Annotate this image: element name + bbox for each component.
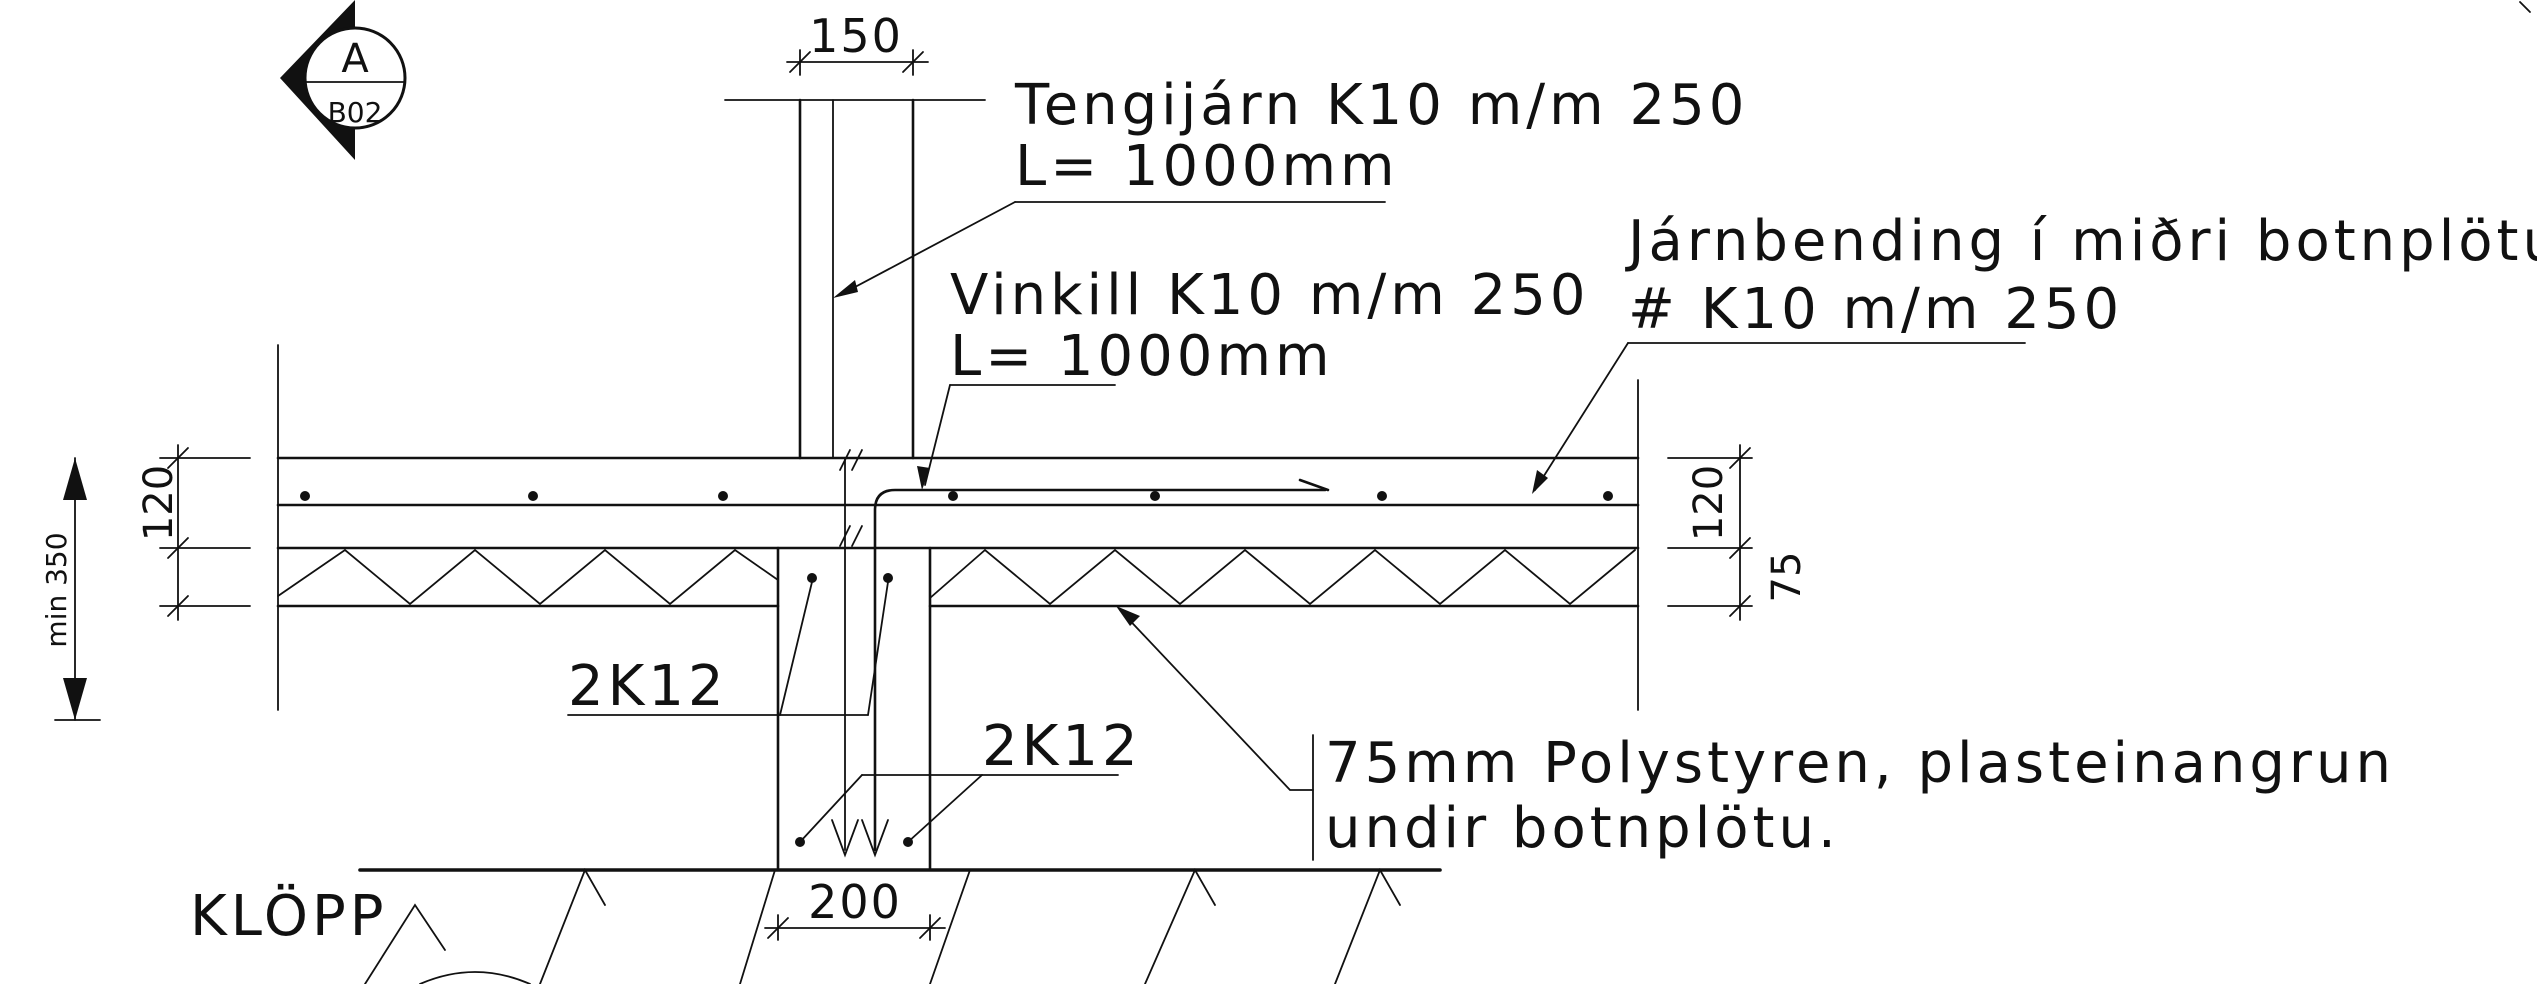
dowel-label-line2: L= 1000mm <box>1015 134 1399 199</box>
floor-slab <box>276 344 1640 711</box>
right-dimensions: 120 75 <box>1667 444 1810 621</box>
insulation-label-line1: 75mm Polystyren, plasteinangrun <box>1325 731 2395 796</box>
wall <box>724 98 986 460</box>
min-depth-label: min 350 <box>40 532 73 647</box>
section-sheet: B02 <box>328 96 383 129</box>
slab-thickness-right-label: 120 <box>1686 465 1732 541</box>
footing-width-label: 200 <box>808 875 902 929</box>
angle-label-line1: Vinkill K10 m/m 250 <box>950 263 1589 328</box>
section-letter: A <box>341 36 369 82</box>
wall-width-label: 150 <box>809 9 903 63</box>
angle-annotation: Vinkill K10 m/m 250 L= 1000mm <box>917 263 1589 490</box>
corner-mark <box>2519 1 2531 13</box>
insulation-label-line2: undir botnplötu. <box>1325 796 1840 861</box>
angle-label-line2: L= 1000mm <box>950 324 1334 389</box>
slab-thickness-left-label: 120 <box>136 465 182 541</box>
mesh-label-line1: Járnbending í miðri botnplötu, <box>1625 209 2537 274</box>
insulation-annotation: 75mm Polystyren, plasteinangrun undir bo… <box>1116 606 2395 861</box>
dowel-label-line1: Tengijárn K10 m/m 250 <box>1014 73 1748 138</box>
insulation-thickness-label: 75 <box>1764 552 1810 603</box>
rebar-upper-label: 2K12 <box>568 654 728 719</box>
dowel-annotation: Tengijárn K10 m/m 250 L= 1000mm <box>833 73 1748 298</box>
rebar-upper-annotation: 2K12 <box>567 581 889 719</box>
rebar-lower-label: 2K12 <box>982 714 1142 779</box>
footing-width-dimension: 200 <box>764 875 946 941</box>
insulation-layer <box>276 548 1640 608</box>
rebar-lower-annotation: 2K12 <box>799 714 1142 843</box>
left-dimensions: 120 min 350 <box>40 444 251 721</box>
ground: KLÖPP <box>190 867 1442 984</box>
mesh-annotation: Járnbending í miðri botnplötu, # K10 m/m… <box>1532 209 2537 494</box>
mesh-label-line2: # K10 m/m 250 <box>1628 277 2123 342</box>
footing <box>776 449 1330 870</box>
wall-width-dimension: 150 <box>786 9 929 76</box>
ground-label: KLÖPP <box>190 884 388 949</box>
section-marker: A B02 <box>280 0 407 160</box>
